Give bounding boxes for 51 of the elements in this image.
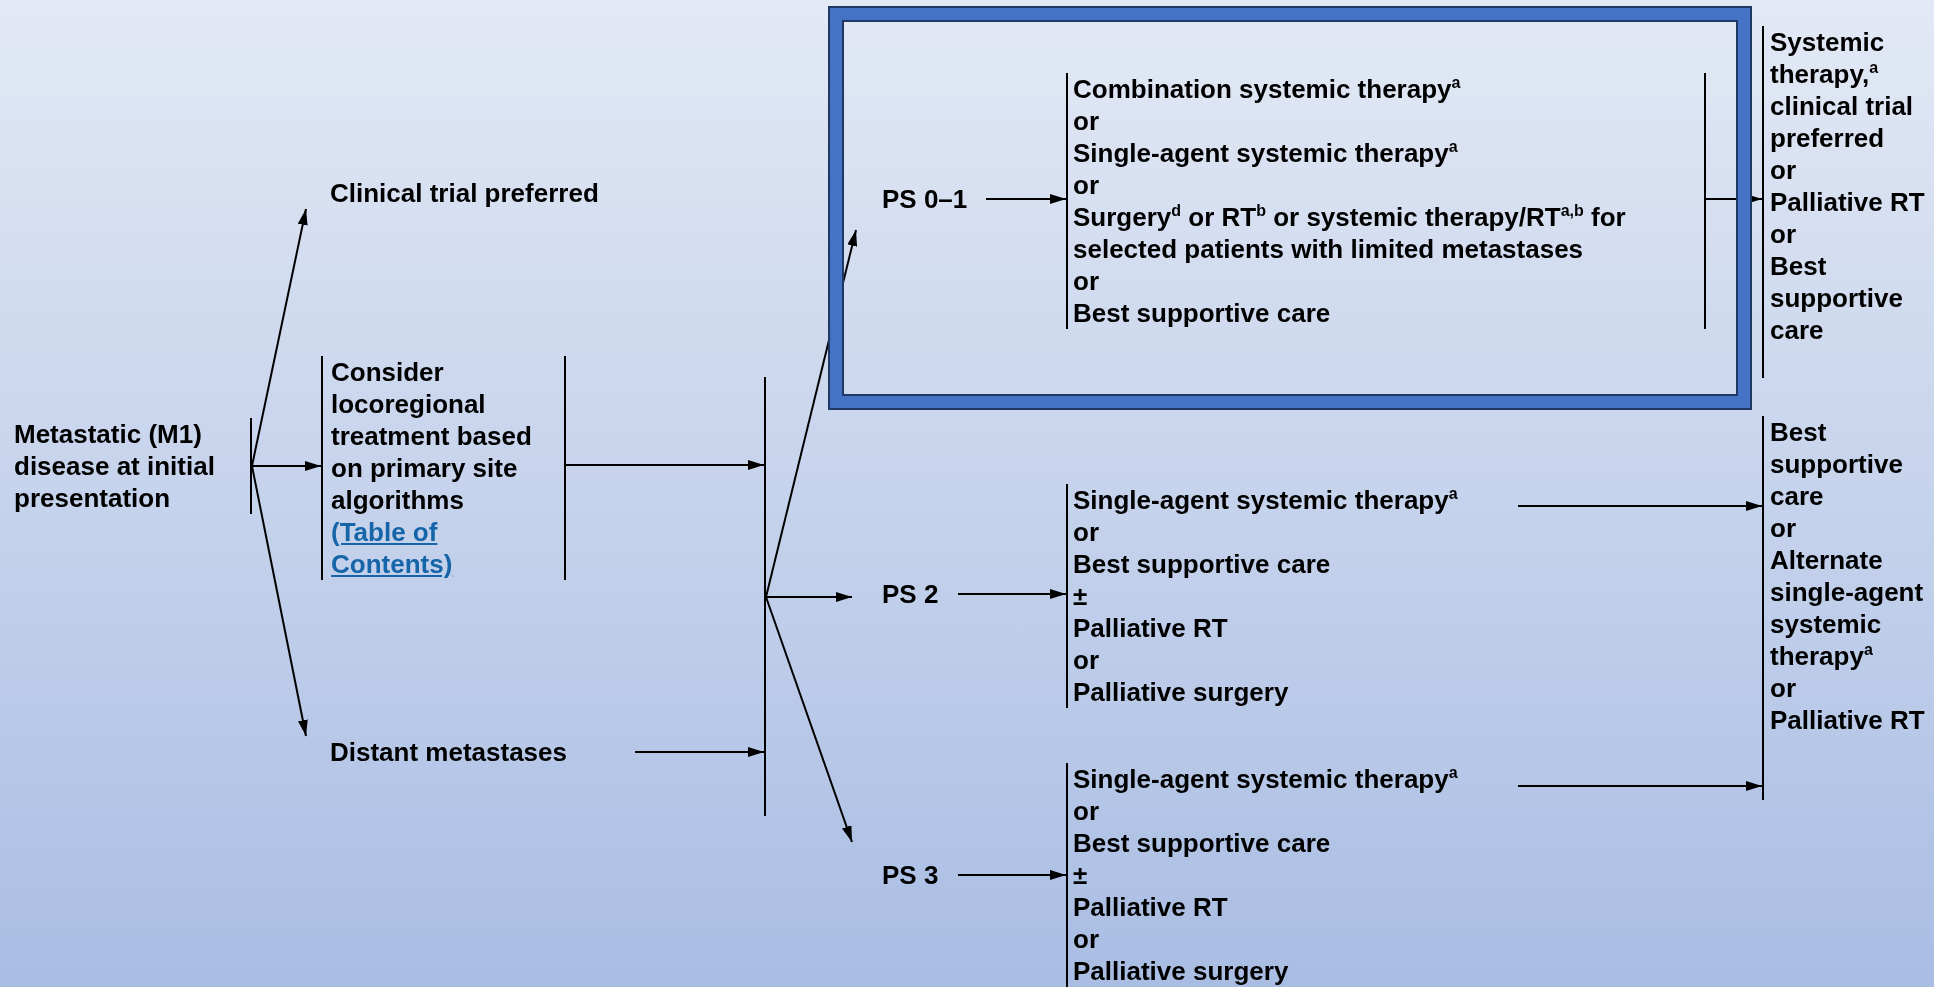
arrow [765,596,853,843]
option-text: Combination systemic therapy$^{a}$ [1073,73,1462,105]
option-text: Clinical trial preferred [306,177,606,209]
bracketed-text-group [321,356,566,580]
option-text: or [1073,923,1100,955]
option-text: Best supportive care [1073,548,1332,580]
option-text: Single-agent systemic therapy$^{a}$ [1073,137,1459,169]
arrow [251,461,322,471]
option-text: or [1073,265,1100,297]
arrow [1517,781,1763,791]
option-text: or [1073,105,1100,137]
option-text: Palliative surgery [1073,676,1290,708]
arrow [251,465,308,737]
highlight-frame [830,8,1750,408]
outcome-text: or [1770,154,1797,186]
performance-status-label: PS 2 [852,578,958,610]
arrow [765,592,853,602]
option-text: or [1073,516,1100,548]
performance-status-label: PS 0–1 [856,183,986,230]
outcome-text: Best supportive care [1770,250,1904,346]
arrow [957,870,1067,880]
arrow [985,194,1067,204]
option-text: ± [1073,859,1089,891]
bracketed-option-list [1066,73,1706,329]
arrow [565,460,765,470]
option-text: Best supportive care [1073,827,1332,859]
option-text: or [1073,644,1100,676]
option-text: Palliative RT [1073,612,1229,644]
arrow [1517,501,1763,511]
outcome-text: or [1770,672,1797,704]
option-text: Palliative RT [1073,891,1229,923]
option-text: Palliative surgery [1073,955,1290,987]
outcome-text: Palliative RT [1770,186,1926,218]
option-text: or [1073,795,1100,827]
option-text: Consider locoregional treatment based on primary site algorithms [331,356,533,516]
link: (Table of Contents) [331,517,453,579]
option-text: Single-agent systemic therapy$^{a}$ [1073,763,1459,795]
option-text: Best supportive care [1073,297,1332,329]
option-text: ± [1073,580,1089,612]
performance-status-label: PS 3 [852,842,958,908]
arrow [251,208,308,467]
option-text: Single-agent systemic therapy$^{a}$ [1073,484,1459,516]
outcome-text: Palliative RT [1770,704,1926,736]
arrow [957,589,1067,599]
option-text: Distant metastases [306,736,635,768]
outcome-text: Alternate single-agent systemic therapy$^{a}$ [1770,544,1925,672]
arrow [634,747,765,757]
start-condition-text: Metastatic (M1) disease at initial presentation [14,418,216,514]
option-text: or [1073,169,1100,201]
outcome-text: or [1770,218,1797,250]
outcome-text: or [1770,512,1797,544]
